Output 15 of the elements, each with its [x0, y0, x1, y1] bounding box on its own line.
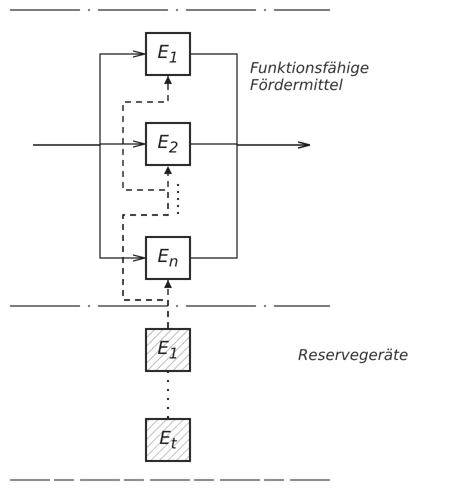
unit-label: E$_{1}$: [158, 42, 178, 66]
group-label: Reservegeräte: [298, 347, 410, 364]
unit-label: E$_{1}$: [158, 338, 178, 362]
unit-box: [145, 236, 191, 280]
unit-box: [145, 32, 191, 76]
unit-box: [145, 122, 191, 166]
arrow: [191, 141, 311, 259]
unit-label: E$_{t}$: [159, 428, 177, 452]
unit-label: E$_{n}$: [158, 246, 178, 270]
group-label: Funktionsfähige Fördermittel: [250, 60, 370, 94]
arrow: [33, 144, 146, 262]
unit-label: E$_{2}$: [158, 132, 178, 156]
reserve-unit-box: [145, 418, 191, 462]
reserve-unit-box: [145, 328, 191, 372]
dashed-arrow: [122, 76, 172, 328]
